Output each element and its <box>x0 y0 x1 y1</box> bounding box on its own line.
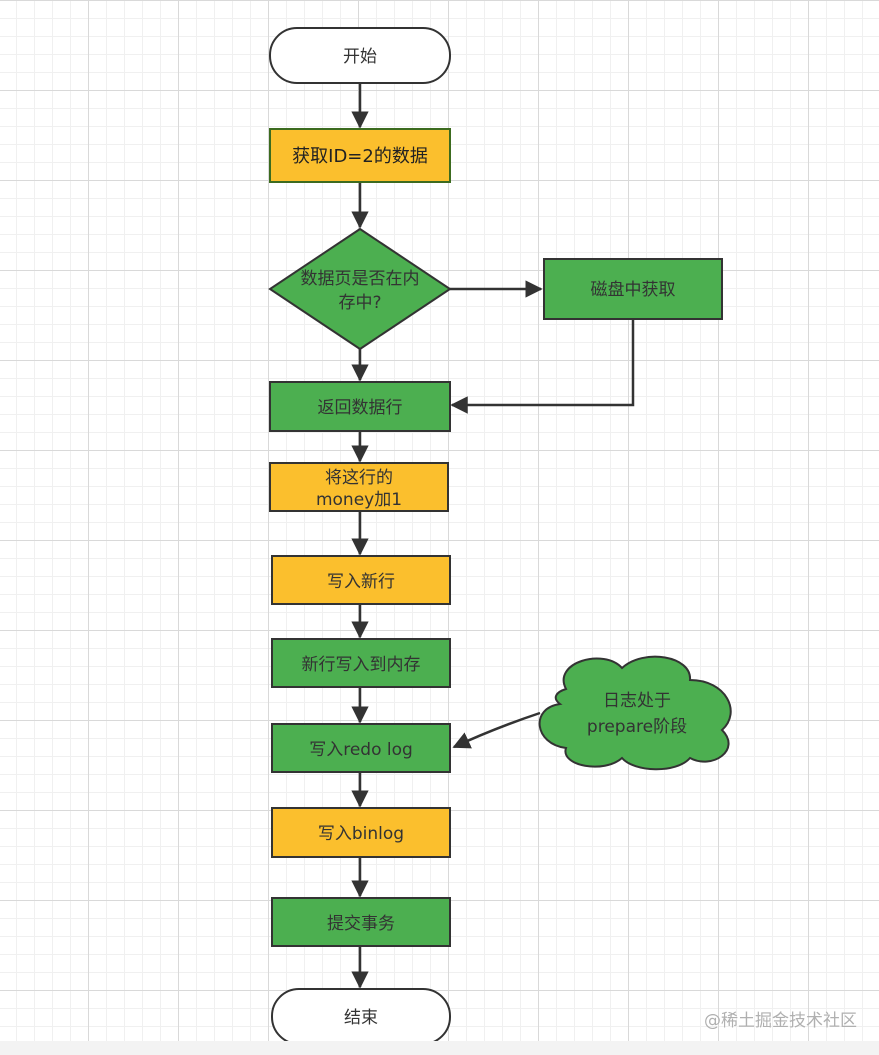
connectors <box>351 83 635 989</box>
write-memory-label: 新行写入到内存 <box>302 655 421 675</box>
add-money-node: 将这行的 money加1 <box>269 462 449 512</box>
disk-fetch-label: 磁盘中获取 <box>591 280 676 300</box>
return-row-node: 返回数据行 <box>269 381 451 432</box>
watermark: @稀土掘金技术社区 <box>704 1011 857 1031</box>
write-row-label: 写入新行 <box>327 572 395 592</box>
return-row-label: 返回数据行 <box>318 398 403 418</box>
end-label: 结束 <box>344 1008 378 1028</box>
decision-label-line2: 存中? <box>338 293 381 313</box>
decision-label-line1: 数据页是否在内 <box>301 269 420 289</box>
write-memory-node: 新行写入到内存 <box>271 638 451 688</box>
disk-fetch-node: 磁盘中获取 <box>543 258 723 320</box>
arrow-note-to-redo <box>452 711 541 749</box>
get-data-label: 获取ID=2的数据 <box>292 146 428 167</box>
write-redo-label: 写入redo log <box>309 740 413 760</box>
write-row-node: 写入新行 <box>271 555 451 605</box>
decision-node: 数据页是否在内 存中? <box>268 227 452 351</box>
bottom-bar <box>0 1041 879 1055</box>
write-redo-node: 写入redo log <box>271 723 451 773</box>
get-data-node: 获取ID=2的数据 <box>269 128 451 183</box>
end-node: 结束 <box>271 988 451 1045</box>
add-money-label-line1: 将这行的 <box>325 468 393 488</box>
write-binlog-node: 写入binlog <box>271 807 451 858</box>
add-money-label-line2: money加1 <box>316 490 402 510</box>
arrow-disk-to-return <box>450 320 635 414</box>
commit-node: 提交事务 <box>271 897 451 947</box>
start-label: 开始 <box>343 47 377 67</box>
commit-label: 提交事务 <box>327 914 395 934</box>
cloud-note-line2: prepare阶段 <box>587 717 687 737</box>
start-node: 开始 <box>269 27 451 84</box>
cloud-note: 日志处于 prepare阶段 <box>538 655 732 771</box>
cloud-note-line1: 日志处于 <box>603 691 671 711</box>
write-binlog-label: 写入binlog <box>318 824 404 844</box>
